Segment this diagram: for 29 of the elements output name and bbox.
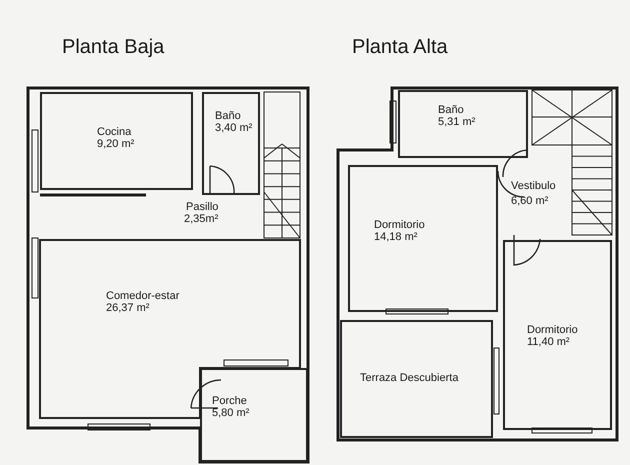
room xyxy=(503,240,612,430)
room-name: Dormitorio xyxy=(374,219,425,231)
room-name: Pasillo xyxy=(186,201,218,213)
room xyxy=(340,320,493,438)
room-area: 5,80 m² xyxy=(212,407,250,419)
room xyxy=(40,92,193,190)
room-area: 2,35m² xyxy=(184,213,218,225)
room-name: Vestibulo xyxy=(511,180,556,192)
room-name: Baño xyxy=(215,110,241,122)
room-name: Terraza Descubierta xyxy=(360,372,458,384)
room-name: Comedor-estar xyxy=(106,290,180,302)
room-name: Porche xyxy=(212,395,247,407)
room-name: Baño xyxy=(438,104,464,116)
room-area: 26,37 m² xyxy=(106,302,150,314)
plan-title: Planta Baja xyxy=(62,36,164,59)
plan-title: Planta Alta xyxy=(352,36,448,59)
room-name: Dormitorio xyxy=(527,324,578,336)
room xyxy=(40,240,300,418)
room-area: 6,60 m² xyxy=(511,195,548,207)
room-area: 5,31 m² xyxy=(438,116,476,128)
room xyxy=(200,368,308,462)
room xyxy=(202,92,260,195)
room-area: 9,20 m² xyxy=(97,138,134,150)
room-name: Cocina xyxy=(97,126,132,138)
room xyxy=(398,90,528,158)
room-area: 14,18 m² xyxy=(374,231,418,243)
room-area: 3,40 m² xyxy=(215,122,252,134)
room xyxy=(348,165,498,312)
room-area: 11,40 m² xyxy=(527,336,570,348)
